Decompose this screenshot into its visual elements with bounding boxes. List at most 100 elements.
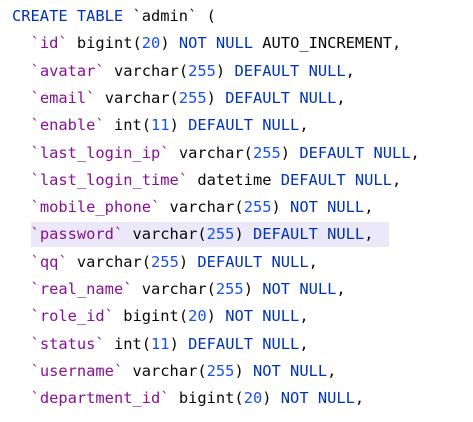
code-line-text: CREATE TABLE `admin` ( (12, 3, 216, 30)
column-name: `mobile_phone` (30, 198, 161, 217)
code-text: varchar( (95, 88, 179, 107)
code-line[interactable]: `real_name` varchar(255) NOT NULL, (0, 276, 473, 303)
sql-keyword: DEFAULT NULL (299, 143, 411, 162)
code-line[interactable]: `mobile_phone` varchar(255) NOT NULL, (0, 194, 473, 221)
sql-keyword: NOT NULL (280, 389, 355, 408)
column-name: `enable` (30, 116, 105, 135)
code-text: int( (104, 334, 152, 353)
code-text: , (391, 170, 402, 189)
code-text: ) (169, 334, 189, 353)
sql-keyword: DEFAULT NULL (234, 61, 346, 80)
code-line[interactable]: `last_login_time` datetime DEFAULT NULL, (0, 167, 473, 194)
code-line[interactable]: CREATE TABLE `admin` ( (0, 3, 473, 30)
number-literal: 20 (188, 307, 207, 326)
code-line[interactable]: `id` bigint(20) NOT NULL AUTO_INCREMENT, (0, 30, 473, 57)
column-name: `department_id` (30, 389, 170, 408)
code-text: ) (280, 143, 300, 162)
code-text: ) (169, 116, 189, 135)
code-text: int( (104, 116, 152, 135)
code-line[interactable]: `department_id` bigint(20) NOT NULL, (0, 385, 473, 412)
code-text: ) (160, 34, 179, 53)
code-text: , (410, 143, 420, 162)
sql-keyword: DEFAULT NULL (280, 170, 392, 189)
code-text (12, 389, 31, 407)
number-literal: 255 (206, 225, 235, 244)
code-line-text: `password` varchar(255) DEFAULT NULL, (12, 221, 374, 248)
sql-keyword: NOT NULL (225, 307, 300, 326)
code-text: , (354, 389, 365, 408)
code-text (12, 144, 31, 162)
current-line-highlight (31, 222, 389, 248)
code-text (12, 34, 31, 52)
sql-keyword: NOT NULL (262, 280, 337, 298)
code-text: ) (234, 361, 253, 380)
number-literal: 255 (188, 61, 216, 80)
code-text: ) (234, 225, 253, 244)
code-text: , (336, 88, 346, 107)
number-literal: 255 (206, 361, 235, 380)
code-line-current[interactable]: `password` varchar(255) DEFAULT NULL, (0, 221, 473, 248)
code-line[interactable]: `avatar` varchar(255) DEFAULT NULL, (0, 58, 473, 85)
code-text: datetime (188, 170, 281, 189)
sql-keyword: NOT NULL (178, 34, 263, 53)
code-text (12, 62, 31, 80)
sql-keyword: DEFAULT NULL (197, 252, 309, 271)
column-name: `real_name` (30, 280, 133, 298)
code-text (12, 225, 31, 243)
code-text: varchar( (104, 61, 189, 80)
code-text: varchar( (160, 198, 244, 217)
code-text: varchar( (67, 252, 152, 271)
code-text: , (364, 198, 374, 217)
sql-keyword: NOT NULL (290, 198, 365, 217)
code-text: ) (206, 307, 226, 326)
code-text: varchar( (132, 280, 216, 298)
code-text: , (336, 280, 346, 298)
code-text (12, 253, 31, 271)
code-line[interactable]: `role_id` bigint(20) NOT NULL, (0, 303, 473, 330)
code-text: , (364, 225, 374, 244)
code-line[interactable]: `qq` varchar(255) DEFAULT NULL, (0, 249, 473, 276)
code-line[interactable]: `status` int(11) DEFAULT NULL, (0, 331, 473, 358)
code-line-text: `status` int(11) DEFAULT NULL, (12, 331, 309, 358)
sql-keyword: DEFAULT NULL (188, 334, 300, 353)
code-text: varchar( (123, 361, 207, 380)
column-name: `status` (30, 334, 105, 353)
sql-keyword: DEFAULT NULL (188, 116, 300, 135)
column-name: `last_login_time` (30, 170, 189, 189)
code-line[interactable]: `email` varchar(255) DEFAULT NULL, (0, 85, 473, 112)
code-text: , (299, 116, 309, 135)
code-line-text: `id` bigint(20) NOT NULL AUTO_INCREMENT, (12, 30, 402, 57)
number-literal: 255 (151, 252, 179, 271)
code-text: ) (262, 389, 281, 408)
code-line-text: `email` varchar(255) DEFAULT NULL, (12, 85, 346, 112)
code-text: , (327, 361, 337, 380)
code-text: `admin` ( (132, 7, 216, 25)
code-line-text: `department_id` bigint(20) NOT NULL, (12, 385, 365, 412)
code-text: , (299, 334, 309, 353)
code-line-text: `real_name` varchar(255) NOT NULL, (12, 276, 346, 303)
column-name: `avatar` (30, 61, 105, 80)
number-literal: 255 (215, 280, 244, 298)
code-line-text: `last_login_time` datetime DEFAULT NULL, (12, 167, 402, 194)
code-line[interactable]: `last_login_ip` varchar(255) DEFAULT NUL… (0, 140, 473, 167)
sql-keyword: DEFAULT NULL (225, 88, 337, 107)
code-line[interactable]: `enable` int(11) DEFAULT NULL, (0, 112, 473, 139)
code-line[interactable]: `username` varchar(255) NOT NULL, (0, 358, 473, 385)
code-text: ) (243, 280, 263, 298)
code-text (12, 335, 31, 353)
code-line-text: `qq` varchar(255) DEFAULT NULL, (12, 249, 318, 276)
code-text: varchar( (123, 225, 207, 244)
column-name: `username` (30, 361, 124, 380)
code-text (12, 280, 31, 298)
sql-keyword: DEFAULT NULL (252, 225, 365, 244)
code-text (12, 89, 31, 107)
code-text: bigint( (67, 34, 142, 53)
code-text: ) (178, 252, 198, 271)
column-name: `role_id` (30, 307, 114, 326)
number-literal: 255 (243, 198, 272, 217)
code-text: AUTO_INCREMENT, (262, 34, 402, 53)
code-text: ) (271, 198, 291, 217)
column-name: `qq` (30, 252, 68, 271)
code-text: ) (206, 88, 226, 107)
